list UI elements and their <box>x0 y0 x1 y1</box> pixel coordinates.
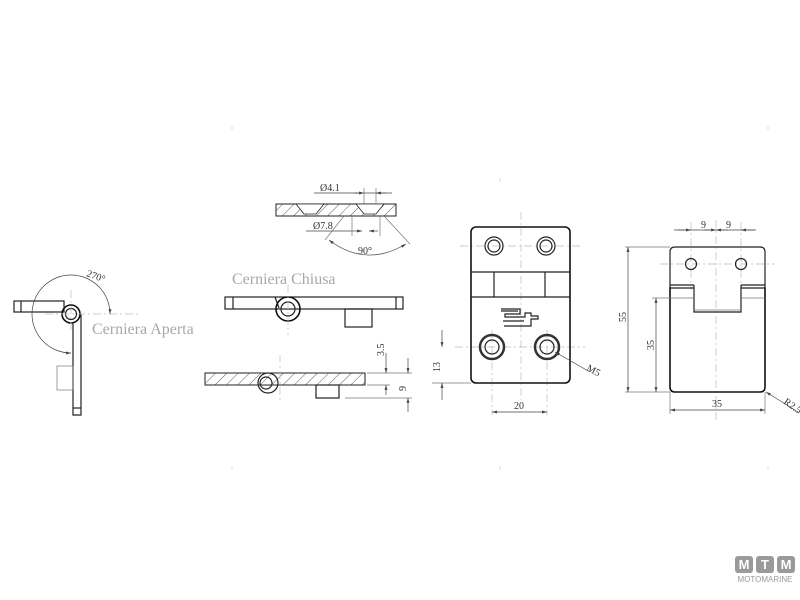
hole-diameter-dim: Ø4.1 <box>320 183 340 194</box>
side-height-dim: 9 <box>398 386 409 391</box>
thread-dim: M5 <box>585 363 602 379</box>
back-view: 9 9 55 35 35 R2.5 <box>618 220 800 420</box>
countersink-angle-dim: 90° <box>358 246 372 257</box>
svg-text:M: M <box>739 557 750 572</box>
motomarine-logo: M T M MOTOMARINE <box>735 556 795 584</box>
open-hinge-view: 270° Cerniera Aperta <box>13 268 194 416</box>
side-section: 3.5 9 <box>204 344 412 412</box>
countersink-diameter-dim: Ø7.8 <box>313 221 333 232</box>
front-hole-spacing-dim: 20 <box>514 401 524 412</box>
open-angle-dim: 270° <box>85 268 107 285</box>
lower-leaf-length-dim: 35 <box>646 340 657 350</box>
countersink-section: Ø4.1 Ø7.8 90° <box>275 183 411 257</box>
top-hole-right-dim: 9 <box>726 220 731 231</box>
front-hole-height-dim: 13 <box>432 362 443 372</box>
sheet-marks <box>231 126 769 470</box>
svg-text:MOTOMARINE: MOTOMARINE <box>738 575 793 584</box>
closed-hinge-view: Cerniera Chiusa <box>224 271 404 335</box>
width-dim: 35 <box>712 399 722 410</box>
open-hinge-label: Cerniera Aperta <box>92 321 194 338</box>
front-view: M5 13 20 <box>432 212 602 415</box>
svg-text:T: T <box>761 557 769 572</box>
closed-hinge-label: Cerniera Chiusa <box>232 271 336 288</box>
total-length-dim: 55 <box>618 312 629 322</box>
svg-text:M: M <box>781 557 792 572</box>
pin-offset-dim: 3.5 <box>376 344 387 357</box>
corner-radius-dim: R2.5 <box>781 396 800 416</box>
top-hole-left-dim: 9 <box>701 220 706 231</box>
brand-logo <box>501 308 539 327</box>
